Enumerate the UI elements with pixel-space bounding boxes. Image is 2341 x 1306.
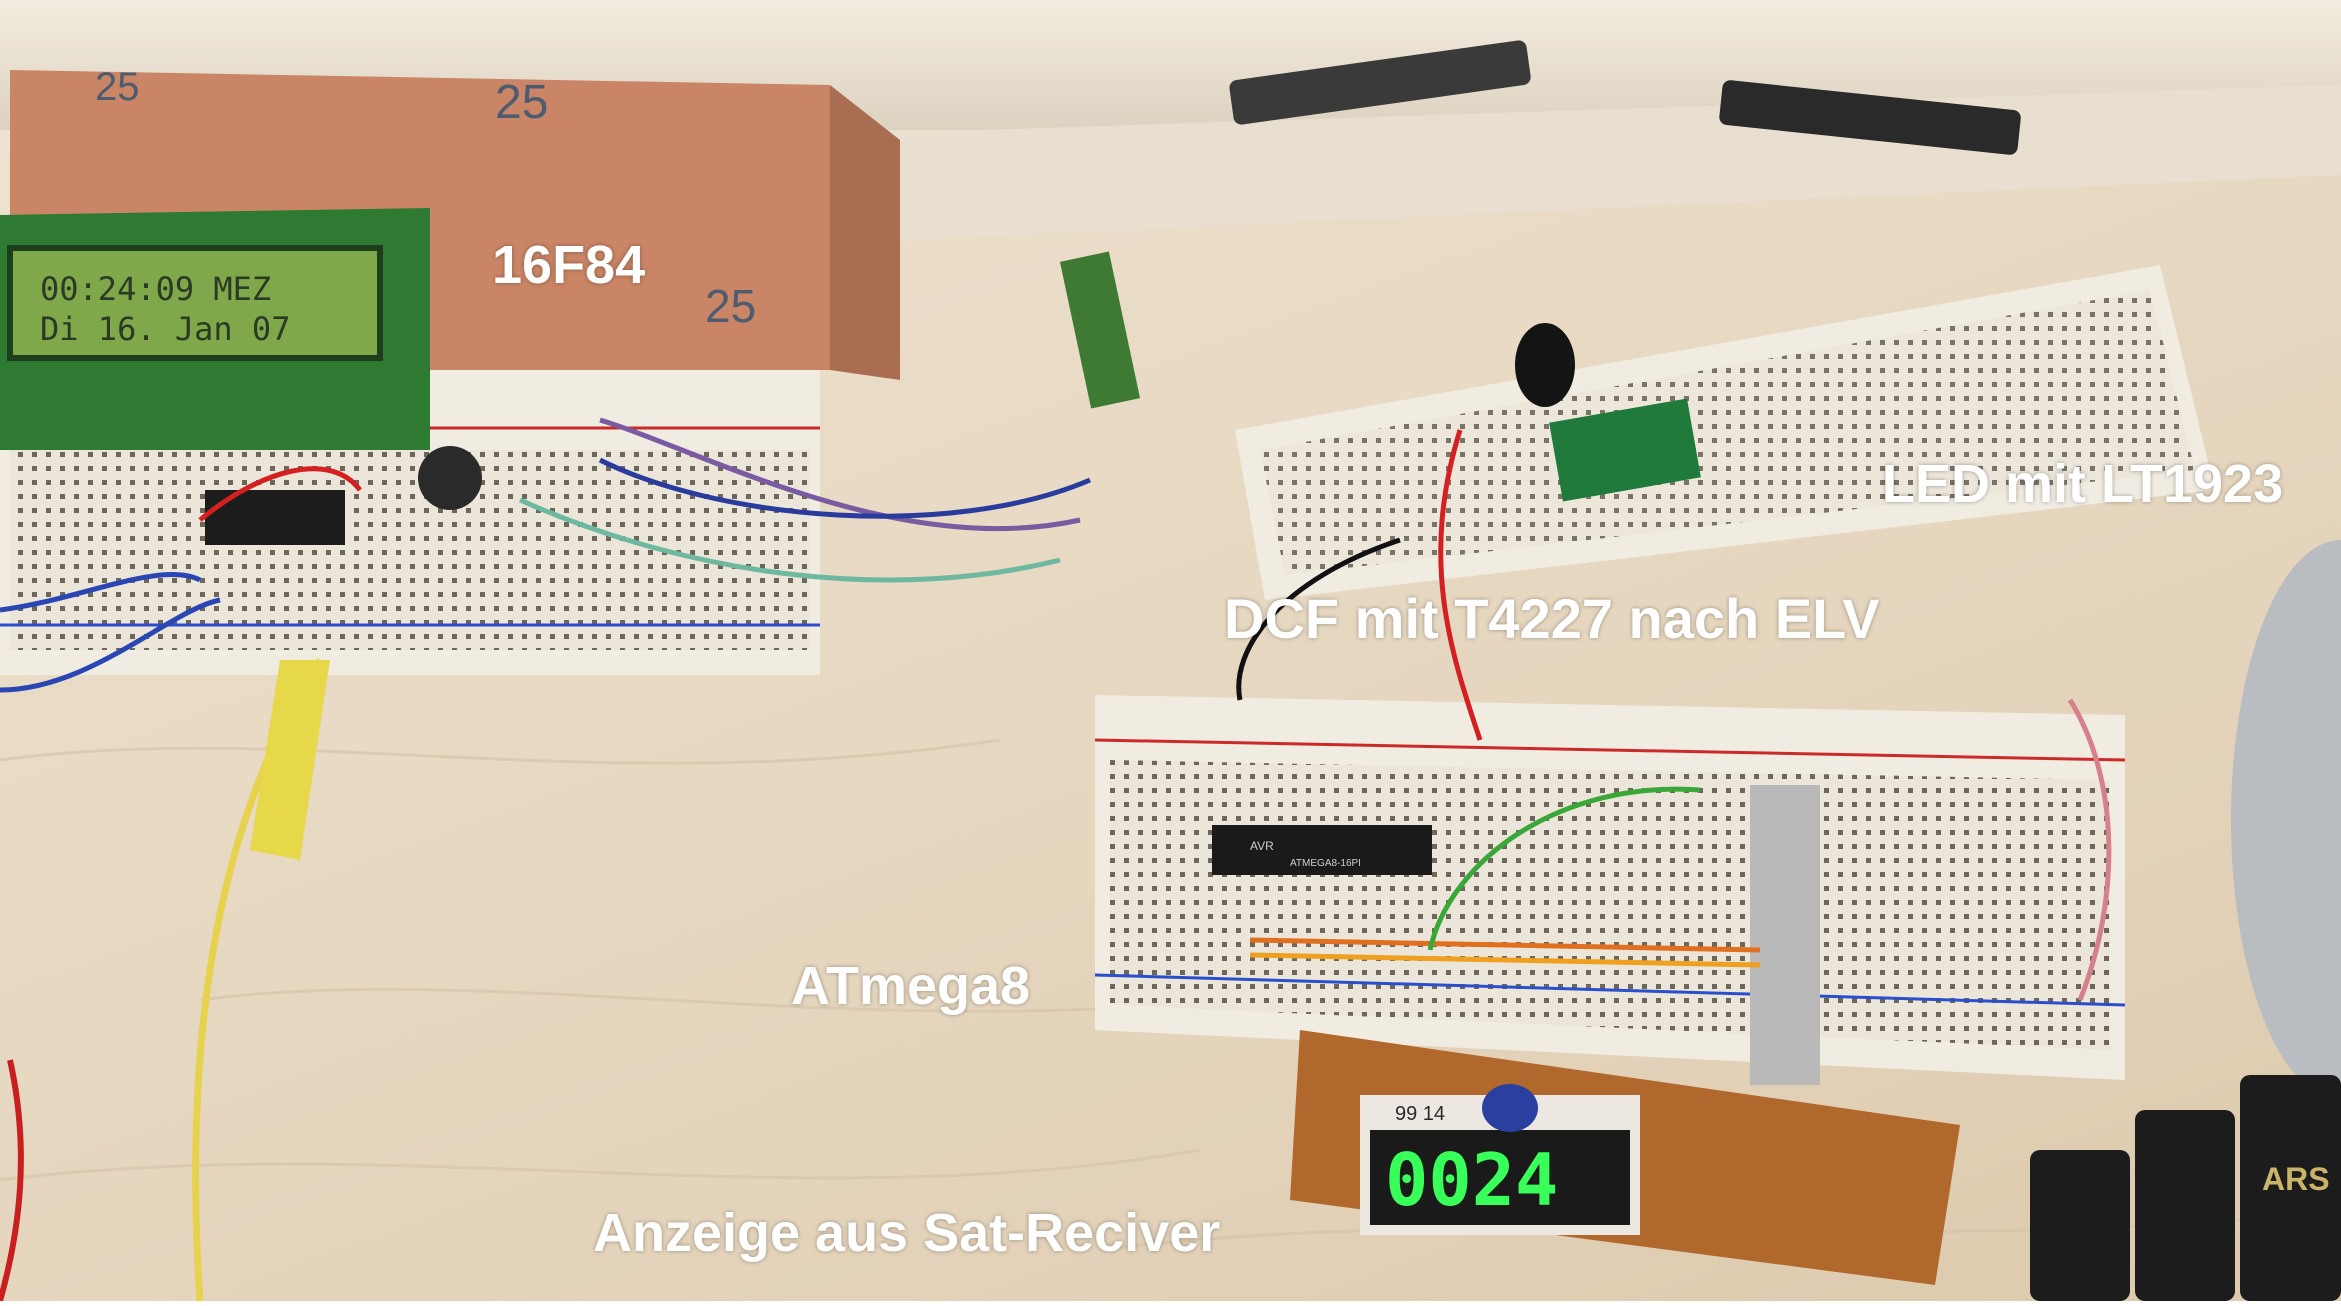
t4227-module bbox=[1549, 398, 1701, 502]
label-atmega8: ATmega8 bbox=[791, 956, 1031, 1016]
dcf-module-board bbox=[1059, 251, 1141, 409]
seven-segment-display bbox=[1370, 1130, 1630, 1225]
ribbon-cable bbox=[1750, 785, 1820, 1085]
chip-part: ATMEGA8-16PI bbox=[1290, 858, 1361, 869]
chip-brand: AVR bbox=[1250, 839, 1274, 853]
pcb-mark-b: 25 bbox=[495, 76, 548, 129]
label-16f84: 16F84 bbox=[492, 235, 646, 295]
lcd-module: 00:24:09 MEZ Di 16. Jan 07 bbox=[0, 208, 430, 450]
wires-lower bbox=[1236, 429, 2112, 1001]
pcb-mark-a: 25 bbox=[95, 65, 140, 109]
metal-tin bbox=[2231, 540, 2341, 1100]
pcb-mark-c: 25 bbox=[705, 280, 756, 332]
electrolytic-capacitor bbox=[1515, 323, 1575, 407]
breadboard-lower: AVR ATMEGA8-16PI bbox=[1094, 695, 2126, 1085]
label-display-source: Anzeige aus Sat-Reciver bbox=[593, 1203, 1221, 1263]
breadboard-right-upper bbox=[1235, 265, 2215, 600]
battery-pack: ARS bbox=[2030, 1075, 2341, 1301]
ferrite-antenna-right bbox=[1719, 80, 2021, 155]
label-dcf-t4227: DCF mit T4227 nach ELV bbox=[1224, 587, 1880, 650]
segment-digits: 0024 bbox=[1385, 1138, 1558, 1222]
display-label: 99 14 bbox=[1395, 1103, 1445, 1125]
potentiometer bbox=[418, 446, 482, 510]
battery-brand: ARS bbox=[2262, 1161, 2330, 1197]
alligator-clip bbox=[250, 660, 330, 860]
ferrite-antenna-left bbox=[1229, 40, 1531, 125]
label-led-lt1923: LED mit LT1923 bbox=[1882, 454, 2284, 514]
display-board: 0024 99 14 bbox=[1290, 1030, 1960, 1285]
atmega8-chip bbox=[1212, 825, 1432, 875]
display-capacitor bbox=[1482, 1084, 1538, 1132]
lcd-line-1: 00:24:09 MEZ bbox=[40, 270, 271, 308]
lcd-line-2: Di 16. Jan 07 bbox=[40, 310, 290, 348]
red-wire-edge bbox=[0, 1059, 24, 1302]
